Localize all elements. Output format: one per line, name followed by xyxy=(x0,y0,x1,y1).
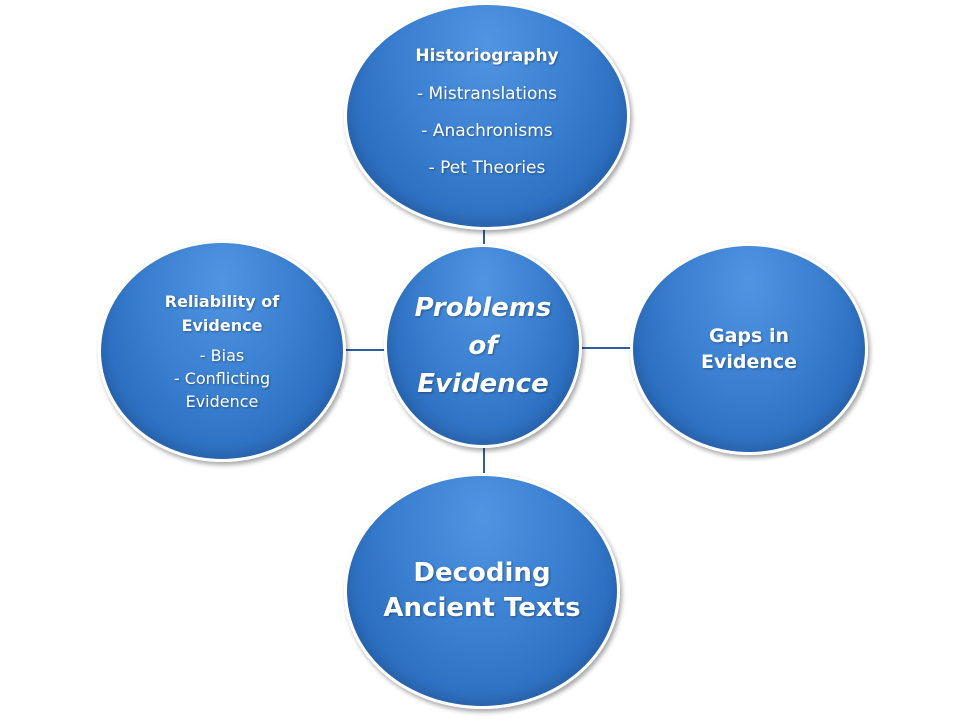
gaps-title: Gaps in Evidence xyxy=(700,325,798,373)
connector-center-bottom xyxy=(483,446,485,475)
historiography-item-anachronisms: - Anachronisms xyxy=(421,120,553,141)
reliability-node: Reliability of Evidence - Bias - Conflic… xyxy=(98,240,346,462)
historiography-title: Historiography xyxy=(415,45,559,66)
decoding-node: Decoding Ancient Texts xyxy=(344,473,620,709)
decoding-title: Decoding Ancient Texts xyxy=(383,558,581,623)
historiography-node: Historiography - Mistranslations - Anach… xyxy=(344,2,630,230)
historiography-item-pet-theories: - Pet Theories xyxy=(428,157,546,178)
center-title: Problems of Evidence xyxy=(414,293,552,399)
reliability-item-conflicting: - Conflicting Evidence xyxy=(173,368,271,411)
reliability-item-bias: - Bias xyxy=(199,345,245,365)
connector-center-right xyxy=(580,347,632,349)
historiography-item-mistranslations: - Mistranslations xyxy=(416,83,558,104)
reliability-title: Reliability of Evidence xyxy=(164,291,280,335)
connector-center-left xyxy=(345,349,386,351)
connector-center-top xyxy=(483,229,485,247)
gaps-node: Gaps in Evidence xyxy=(630,243,868,455)
center-node: Problems of Evidence xyxy=(384,244,582,448)
